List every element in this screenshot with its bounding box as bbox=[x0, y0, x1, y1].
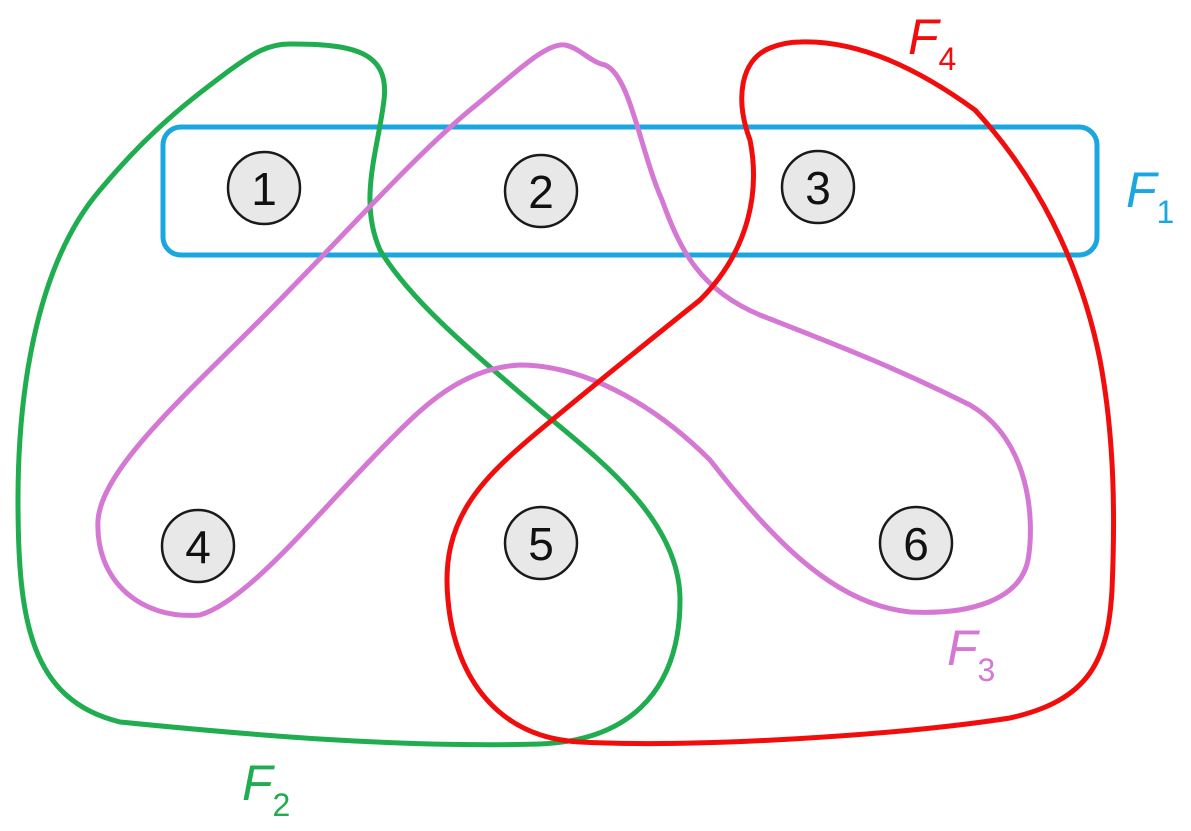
set-f4-name: F bbox=[908, 9, 941, 65]
set-f2-label: F2 bbox=[242, 755, 290, 823]
node-5-circle bbox=[503, 505, 579, 581]
node-2-circle bbox=[503, 153, 579, 229]
set-f2-name: F bbox=[242, 755, 275, 811]
set-f4-label: F4 bbox=[908, 9, 956, 77]
set-f1-outline bbox=[160, 124, 1100, 258]
node-1: 1 bbox=[226, 150, 302, 226]
set-f2-subscript: 2 bbox=[273, 787, 291, 823]
set-f4-outline bbox=[444, 39, 1117, 746]
node-2-label: 2 bbox=[528, 166, 554, 218]
node-5: 5 bbox=[503, 505, 579, 581]
node-4: 4 bbox=[160, 508, 236, 584]
node-6-circle bbox=[878, 505, 954, 581]
node-4-circle bbox=[160, 508, 236, 584]
set-f3-outline bbox=[95, 42, 1033, 618]
node-4-label: 4 bbox=[185, 521, 211, 573]
set-f2-outline bbox=[15, 41, 683, 748]
set-f3-label: F3 bbox=[947, 620, 995, 688]
node-5-label: 5 bbox=[528, 518, 554, 570]
node-6: 6 bbox=[878, 505, 954, 581]
node-6-label: 6 bbox=[903, 518, 929, 570]
node-3: 3 bbox=[780, 149, 856, 225]
set-f3-name: F bbox=[947, 620, 980, 676]
set-f1-label: F1 bbox=[1126, 162, 1174, 230]
set-f1-name: F bbox=[1126, 162, 1159, 218]
node-2: 2 bbox=[503, 153, 579, 229]
node-3-label: 3 bbox=[805, 162, 831, 214]
set-f1-subscript: 1 bbox=[1157, 194, 1175, 230]
set-f3-subscript: 3 bbox=[978, 652, 996, 688]
node-3-circle bbox=[780, 149, 856, 225]
set-f4-subscript: 4 bbox=[939, 41, 957, 77]
node-1-label: 1 bbox=[251, 163, 277, 215]
node-1-circle bbox=[226, 150, 302, 226]
